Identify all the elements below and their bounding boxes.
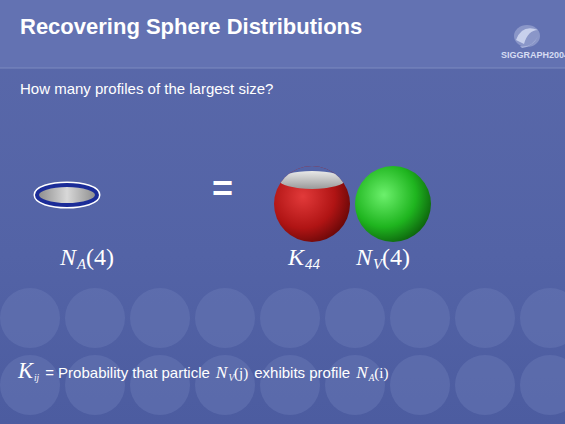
math-symbol: K <box>288 244 304 271</box>
formula-row: NV(4) <box>356 244 410 271</box>
formula-row: Kij= Probability that particleNV(j)exhib… <box>18 358 389 384</box>
subscript: ij <box>34 373 39 383</box>
formula-row: K44 <box>288 244 320 271</box>
math-symbol: (4) <box>382 244 410 271</box>
math-symbol: N <box>356 244 372 271</box>
background-circles <box>0 288 565 415</box>
math-symbol: (4) <box>86 244 114 271</box>
title-band <box>0 0 565 68</box>
subscript: A <box>369 373 375 383</box>
subscript: V <box>373 256 382 273</box>
question-text: How many profiles of the largest size? <box>20 80 273 97</box>
math-symbol: (i) <box>374 365 388 382</box>
definition-text: = Probability that particle <box>45 364 210 381</box>
cut-sphere <box>270 160 360 242</box>
math-symbol: N <box>356 363 368 383</box>
subscript: 44 <box>305 256 320 273</box>
math-symbol: N <box>60 244 76 271</box>
definition-text: exhibits profile <box>254 364 350 381</box>
slide-title: Recovering Sphere Distributions <box>20 14 362 40</box>
profile-disc <box>37 185 97 205</box>
subscript: A <box>77 256 86 273</box>
band-line <box>0 68 565 69</box>
logo-text: SIGGRAPH2004 <box>501 50 565 60</box>
logo-swirl <box>514 25 540 48</box>
math-symbol: (j) <box>234 365 248 382</box>
subscript: V <box>228 373 234 383</box>
equals-sign: = <box>212 168 233 210</box>
math-symbol: N <box>216 363 228 383</box>
whole-sphere <box>355 166 431 242</box>
formula-row: NA(4) <box>60 244 114 271</box>
math-symbol: K <box>18 358 33 384</box>
